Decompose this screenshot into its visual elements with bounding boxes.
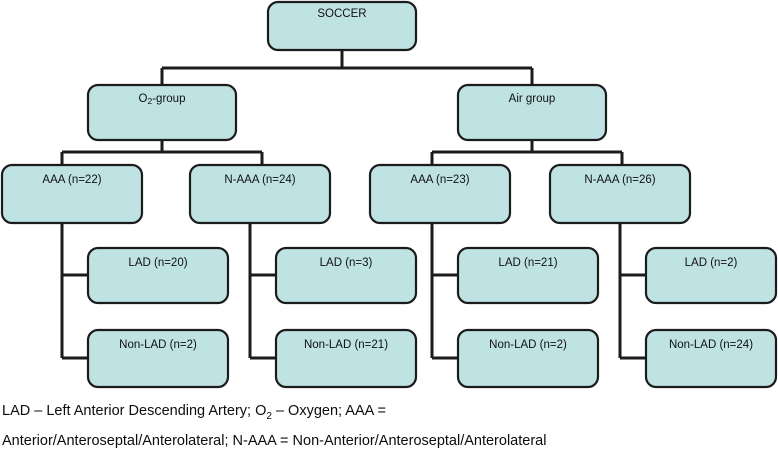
- edge-airaaa-to-arteries: [430, 223, 458, 360]
- connector-layer: [60, 50, 646, 360]
- node-o2-aaa-lad[interactable]: LAD (n=20): [86, 246, 230, 305]
- node-air-aaa-nonlad-label: Non-LAD (n=2): [489, 339, 567, 351]
- node-air-naaa-lad[interactable]: LAD (n=2): [644, 246, 778, 305]
- node-air-naaa-nonlad-rect: [644, 328, 778, 389]
- node-o2-naaa-nonlad-rect: [274, 328, 418, 389]
- node-o2-aaa-label: AAA (n=22): [42, 174, 101, 186]
- caption-oxygen-subscript: 2: [266, 410, 272, 422]
- node-o2-group-label-suffix: -group: [152, 93, 185, 105]
- node-o2-group-label-prefix: O: [139, 93, 148, 105]
- node-o2-naaa-lad[interactable]: LAD (n=3): [274, 246, 418, 305]
- node-o2-aaa-nonlad-rect: [86, 328, 230, 389]
- edge-airnaaa-to-arteries: [618, 223, 646, 360]
- node-o2-naaa-rect: [188, 163, 332, 225]
- node-o2-aaa-nonlad-label: Non-LAD (n=2): [119, 339, 197, 351]
- node-o2-group-label-subscript: 2: [147, 96, 152, 106]
- edge-airgroup-to-territories: [430, 140, 624, 165]
- node-air-aaa-lad-rect: [456, 246, 600, 305]
- node-o2-aaa-lad-rect: [86, 246, 230, 305]
- node-o2-naaa-lad-rect: [274, 246, 418, 305]
- node-air-aaa-rect: [368, 163, 512, 225]
- node-o2-naaa-nonlad[interactable]: Non-LAD (n=21): [274, 328, 418, 389]
- node-air-naaa-nonlad[interactable]: Non-LAD (n=24): [644, 328, 778, 389]
- node-air-naaa-rect: [548, 163, 692, 225]
- node-air-naaa[interactable]: N-AAA (n=26): [548, 163, 692, 225]
- node-o2-naaa-label: N-AAA (n=24): [224, 174, 295, 186]
- node-o2-group-rect: [86, 83, 238, 142]
- node-soccer-rect: [266, 0, 418, 52]
- node-air-naaa-nonlad-label: Non-LAD (n=24): [669, 339, 753, 351]
- node-o2-naaa-lad-label: LAD (n=3): [320, 257, 373, 269]
- node-air-aaa-lad-label: LAD (n=21): [498, 257, 557, 269]
- edge-o2naaa-to-arteries: [248, 223, 276, 360]
- node-o2-aaa-rect: [0, 163, 144, 225]
- node-o2-naaa[interactable]: N-AAA (n=24): [188, 163, 332, 225]
- edge-o2group-to-territories: [60, 140, 264, 165]
- node-air-aaa-lad[interactable]: LAD (n=21): [456, 246, 600, 305]
- node-o2-aaa-nonlad[interactable]: Non-LAD (n=2): [86, 328, 230, 389]
- node-air-naaa-lad-rect: [644, 246, 778, 305]
- node-air-group[interactable]: Air group: [456, 83, 608, 142]
- caption-line-1-part-1: LAD – Left Anterior Descending Artery; O: [2, 403, 267, 419]
- node-air-naaa-label: N-AAA (n=26): [584, 174, 655, 186]
- node-soccer[interactable]: SOCCER: [266, 0, 418, 52]
- node-o2-group-label: O2-group: [139, 93, 186, 106]
- node-o2-group[interactable]: O2-group: [86, 83, 238, 142]
- node-air-aaa-label: AAA (n=23): [410, 174, 469, 186]
- node-air-group-label: Air group: [509, 93, 556, 105]
- node-o2-aaa[interactable]: AAA (n=22): [0, 163, 144, 225]
- node-air-aaa[interactable]: AAA (n=23): [368, 163, 512, 225]
- edge-o2aaa-to-arteries: [60, 223, 88, 360]
- node-o2-naaa-nonlad-label: Non-LAD (n=21): [304, 339, 388, 351]
- caption-line-2: Anterior/Anteroseptal/Anterolateral; N-A…: [2, 433, 547, 449]
- caption-line-1-part-2: – Oxygen; AAA =: [271, 403, 386, 419]
- node-air-naaa-lad-label: LAD (n=2): [685, 257, 738, 269]
- caption-block: LAD – Left Anterior Descending Artery; O…: [0, 396, 778, 456]
- node-o2-aaa-lad-label: LAD (n=20): [128, 257, 187, 269]
- edge-soccer-to-arms: [160, 50, 534, 85]
- node-soccer-label: SOCCER: [317, 8, 366, 20]
- node-air-aaa-nonlad-rect: [456, 328, 600, 389]
- caption-line-1: LAD – Left Anterior Descending Artery; O…: [0, 396, 778, 426]
- node-air-group-rect: [456, 83, 608, 142]
- node-air-aaa-nonlad[interactable]: Non-LAD (n=2): [456, 328, 600, 389]
